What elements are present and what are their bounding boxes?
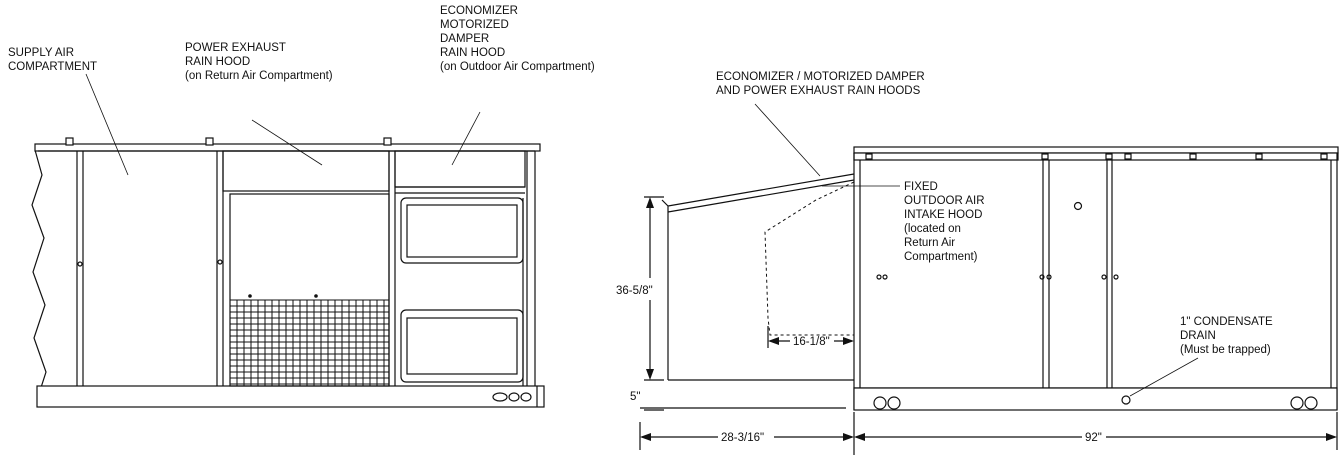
power-exhaust-label-1: POWER EXHAUST <box>185 42 286 54</box>
drain-label-3: (Must be trapped) <box>1180 344 1271 356</box>
power-exhaust-label-2: RAIN HOOD <box>185 56 250 68</box>
dim-unit-length: 92" <box>1085 432 1102 444</box>
right-base-rail <box>853 387 1338 411</box>
fixed-hood-label-3: INTAKE HOOD <box>904 209 982 221</box>
damper-window-lower <box>400 309 524 383</box>
left-roof <box>34 143 541 152</box>
sloped-rain-hood <box>661 173 855 213</box>
rain-hoods-label-2: AND POWER EXHAUST RAIN HOODS <box>716 85 921 97</box>
economizer-label-3: DAMPER <box>440 33 489 45</box>
right-roof <box>853 146 1339 154</box>
base-knockout <box>492 392 508 402</box>
economizer-label-5: (on Outdoor Air Compartment) <box>440 61 595 73</box>
fixed-hood-label-4: (located on <box>904 223 961 235</box>
fixed-intake-hood-hidden <box>764 181 855 336</box>
break-line <box>31 149 47 401</box>
rain-hoods-label-1: ECONOMIZER / MOTORIZED DAMPER <box>716 71 925 83</box>
dim-base-height: 5" <box>630 391 640 403</box>
fixed-hood-label-2: OUTDOOR AIR <box>904 195 985 207</box>
fixed-hood-label-5: Return Air <box>904 237 955 249</box>
left-base-rail <box>36 385 545 408</box>
fixed-hood-label-1: FIXED <box>904 181 938 193</box>
supply-air-label-2: COMPARTMENT <box>8 61 97 73</box>
economizer-label-2: MOTORIZED <box>440 19 509 31</box>
power-exhaust-label-3: (on Return Air Compartment) <box>185 70 333 82</box>
fixed-hood-label-6: Compartment) <box>904 251 978 263</box>
dim-hood-height: 36-5/8" <box>616 285 653 297</box>
condensate-drain <box>1121 395 1131 405</box>
power-exhaust-hood <box>222 150 390 192</box>
supply-air-label-1: SUPPLY AIR <box>8 47 74 59</box>
dim-hood-projection: 28-3/16" <box>721 432 764 444</box>
economizer-label-4: RAIN HOOD <box>440 47 505 59</box>
drain-label-2: DRAIN <box>1180 330 1216 342</box>
damper-window-upper <box>400 197 524 264</box>
louvered-grille <box>229 299 389 386</box>
dim-hood-depth: 16-1/8" <box>793 336 830 348</box>
drain-label-1: 1" CONDENSATE <box>1180 316 1273 328</box>
economizer-hood <box>394 150 526 188</box>
left-unit-view: SUPPLY AIR COMPARTMENT POWER EXHAUST RAI… <box>8 5 595 408</box>
economizer-label-1: ECONOMIZER <box>440 5 518 17</box>
right-unit-view: ECONOMIZER / MOTORIZED DAMPER AND POWER … <box>616 71 1339 455</box>
